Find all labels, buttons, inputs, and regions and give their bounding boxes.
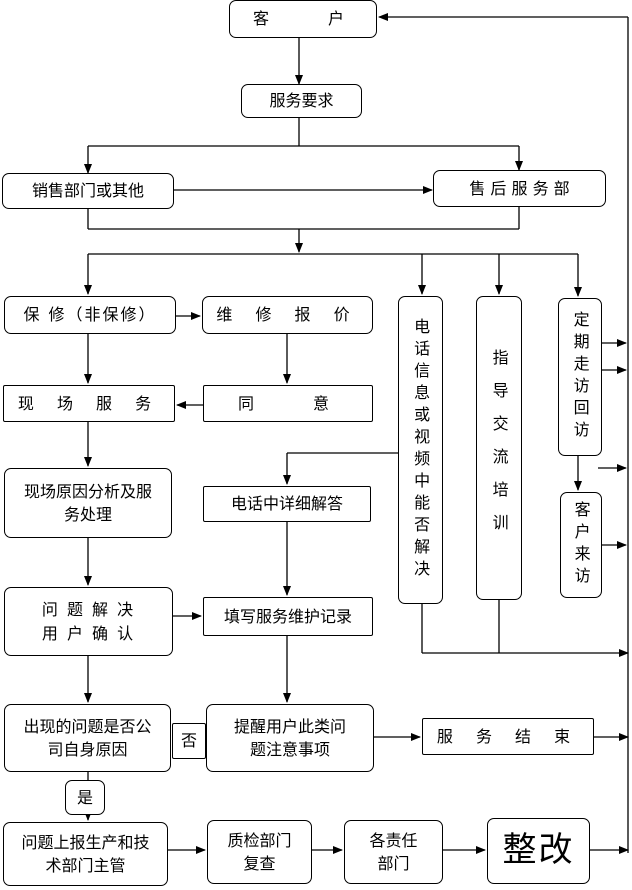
rectify-box: 整改 — [487, 818, 590, 884]
company-cause-box: 出现的问题是否公司自身原因 — [4, 704, 171, 772]
report-mgmt-box: 问题上报生产和技术部门主管 — [3, 822, 168, 886]
service-end-box: 服 务 结 束 — [422, 718, 594, 755]
onsite-analysis-box: 现场原因分析及服务处理 — [4, 468, 172, 538]
yes-label: 是 — [65, 780, 105, 815]
sales-dept-box: 销售部门或其他 — [2, 173, 174, 209]
fill-record-box: 填写服务维护记录 — [203, 597, 373, 636]
problem-solved-box: 问 题 解 决 用 户 确 认 — [4, 587, 173, 656]
responsible-dept-box: 各责任部门 — [344, 820, 443, 884]
phone-explain-box: 电话中详细解答 — [203, 486, 371, 522]
repair-quote-box: 维 修 报 价 — [202, 296, 373, 334]
remind-user-box: 提醒用户此类问题注意事项 — [206, 704, 374, 772]
onsite-service-box: 现 场 服 务 — [3, 385, 175, 422]
regular-visit-box: 定期走访回访 — [558, 298, 602, 456]
no-label: 否 — [172, 723, 206, 759]
qc-review-box: 质检部门复查 — [207, 820, 312, 884]
guide-training-box: 指导交流培训 — [476, 296, 522, 600]
service-request-box: 服务要求 — [241, 84, 362, 118]
warranty-box: 保 修（非保修） — [4, 296, 176, 334]
after-sales-box: 售 后 服 务 部 — [433, 170, 606, 207]
customer-box: 客 户 — [229, 0, 377, 38]
customer-visit-box: 客户来访 — [560, 492, 602, 598]
agree-box: 同 意 — [203, 385, 373, 422]
phone-video-box: 电话信息或视频中能否解决 — [398, 296, 443, 604]
